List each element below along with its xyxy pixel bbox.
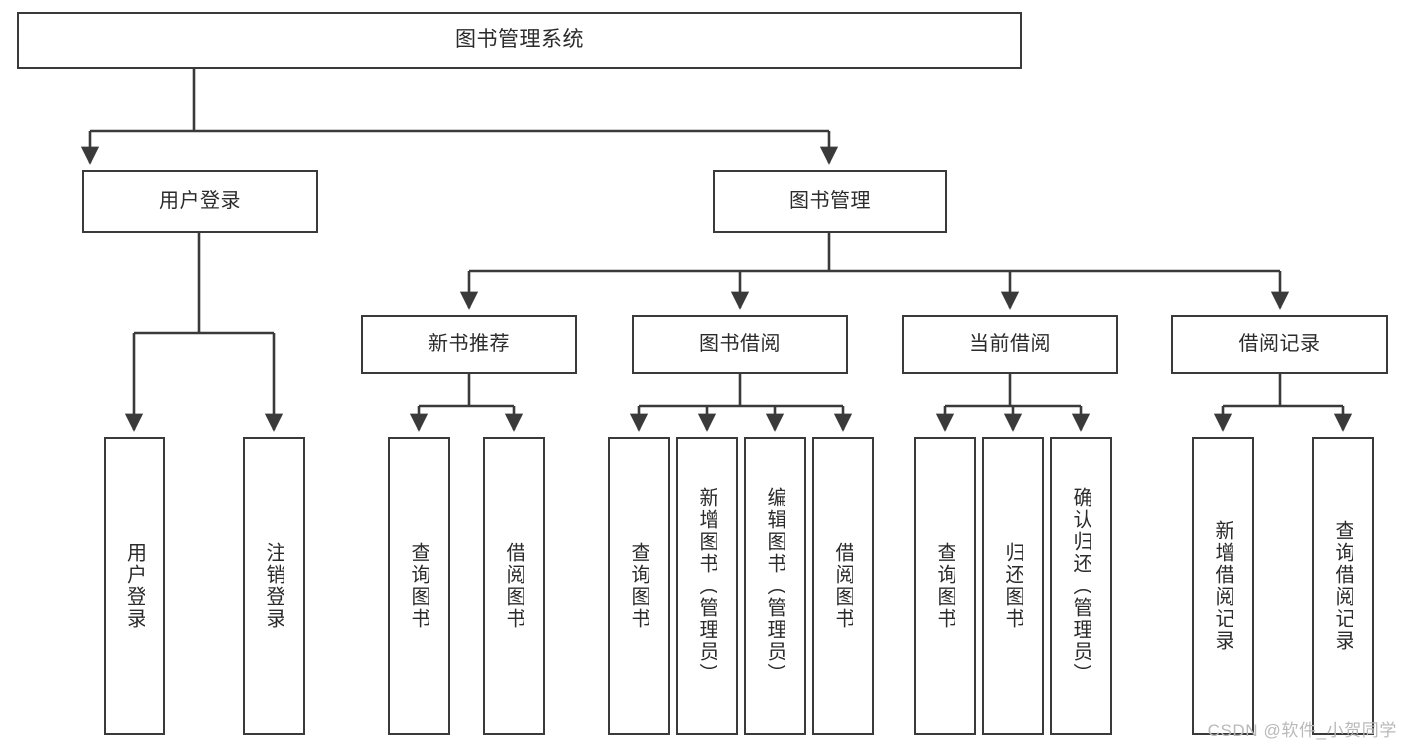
node-leaf-query-record[interactable]: 查询借阅记录 [1312,437,1374,735]
node-label: 当前借阅 [969,332,1051,355]
csdn-watermark: CSDN @软件_小贺同学 [1207,721,1397,740]
node-label: 查询图书 [935,542,955,630]
node-label: 查询图书 [629,542,649,630]
node-label: 编辑图书（管理员） [765,487,785,685]
node-label: 新书推荐 [428,332,510,355]
node-leaf-query-book-3[interactable]: 查询图书 [914,437,976,735]
node-label: 图书借阅 [699,332,781,355]
node-label: 查询图书 [409,542,429,630]
node-book-borrow[interactable]: 图书借阅 [632,315,848,374]
node-leaf-query-book-2[interactable]: 查询图书 [608,437,670,735]
node-leaf-borrow-book-1[interactable]: 借阅图书 [483,437,545,735]
node-label: 确认归还（管理员） [1071,487,1091,685]
node-label: 借阅记录 [1238,332,1321,355]
node-label: 图书管理系统 [455,28,584,52]
node-label: 借阅图书 [833,542,853,630]
node-label: 借阅图书 [504,542,524,630]
node-leaf-return-book[interactable]: 归还图书 [982,437,1044,735]
node-leaf-borrow-book-2[interactable]: 借阅图书 [812,437,874,735]
node-current-borrow[interactable]: 当前借阅 [902,315,1118,374]
node-leaf-user-logout[interactable]: 注销登录 [243,437,305,735]
node-label: 新增借阅记录 [1213,520,1233,652]
node-book-manage[interactable]: 图书管理 [713,170,947,233]
node-label: 注销登录 [264,542,284,630]
node-label: 新增图书（管理员） [697,487,717,685]
node-label: 用户登录 [159,189,241,212]
node-root-system[interactable]: 图书管理系统 [17,12,1022,69]
node-leaf-add-book[interactable]: 新增图书（管理员） [676,437,738,735]
node-label: 查询借阅记录 [1333,520,1353,652]
node-leaf-add-record[interactable]: 新增借阅记录 [1192,437,1254,735]
node-label: 图书管理 [789,189,871,212]
node-new-book-rec[interactable]: 新书推荐 [361,315,577,374]
node-leaf-user-login[interactable]: 用户登录 [104,437,165,735]
node-label: 用户登录 [124,542,145,630]
node-borrow-record[interactable]: 借阅记录 [1171,315,1388,374]
node-leaf-query-book-1[interactable]: 查询图书 [388,437,450,735]
node-label: 归还图书 [1003,542,1023,630]
node-leaf-edit-book[interactable]: 编辑图书（管理员） [744,437,806,735]
node-user-login[interactable]: 用户登录 [82,170,318,233]
node-leaf-confirm-return[interactable]: 确认归还（管理员） [1050,437,1112,735]
